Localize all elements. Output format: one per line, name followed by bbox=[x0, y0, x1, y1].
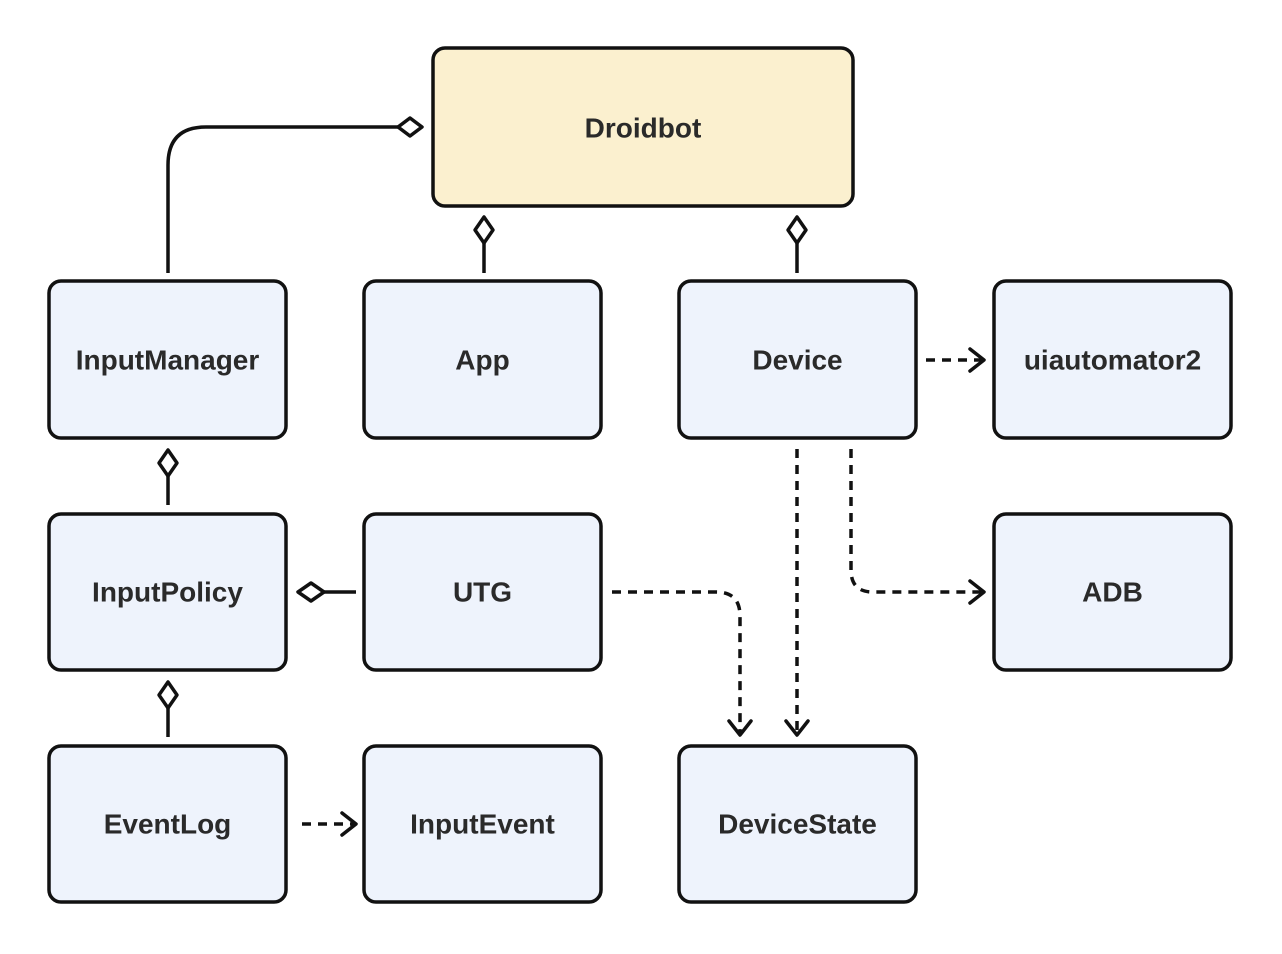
edge-inputmanager-droidbot bbox=[166, 116, 424, 273]
edge-app-droidbot bbox=[473, 215, 495, 273]
arrowhead bbox=[968, 347, 986, 373]
arrowhead bbox=[727, 719, 753, 737]
aggregation-diamond bbox=[396, 116, 424, 138]
arrowhead bbox=[340, 811, 358, 837]
aggregation-diamond bbox=[473, 215, 495, 245]
aggregation-diamond bbox=[157, 448, 179, 478]
nodes: Droidbot InputManager App Device uiautom… bbox=[47, 46, 1233, 904]
node-devicestate-label: DeviceState bbox=[718, 808, 877, 839]
node-uiautomator2: uiautomator2 bbox=[992, 279, 1233, 440]
node-device-label: Device bbox=[752, 344, 842, 375]
aggregation-diamond bbox=[157, 680, 179, 710]
node-inputpolicy-box bbox=[47, 512, 288, 672]
aggregation-diamond bbox=[296, 581, 326, 603]
edge-utg-inputpolicy bbox=[296, 581, 356, 603]
edge-device-droidbot bbox=[786, 215, 808, 273]
node-inputevent-box bbox=[362, 744, 603, 904]
node-device-box bbox=[677, 279, 918, 440]
node-uiautomator2-label: uiautomator2 bbox=[1024, 344, 1201, 375]
node-adb-label: ADB bbox=[1082, 576, 1143, 607]
node-devicestate: DeviceState bbox=[677, 744, 918, 904]
node-utg-label: UTG bbox=[453, 576, 512, 607]
node-app: App bbox=[362, 279, 603, 440]
node-inputmanager: InputManager bbox=[47, 279, 288, 440]
node-device: Device bbox=[677, 279, 918, 440]
arrowhead bbox=[784, 719, 810, 737]
node-inputpolicy: InputPolicy bbox=[47, 512, 288, 672]
node-inputpolicy-label: InputPolicy bbox=[92, 576, 243, 607]
edge-device-adb bbox=[849, 449, 986, 605]
aggregation-diamond bbox=[786, 215, 808, 245]
node-inputmanager-label: InputManager bbox=[76, 344, 260, 375]
node-droidbot-box bbox=[431, 46, 855, 208]
node-utg: UTG bbox=[362, 512, 603, 672]
node-app-label: App bbox=[455, 344, 509, 375]
node-droidbot-label: Droidbot bbox=[585, 112, 702, 143]
edge-inputpolicy-inputmanager bbox=[157, 448, 179, 505]
edges bbox=[157, 116, 986, 837]
arrowhead bbox=[968, 579, 986, 605]
edge-device-devicestate bbox=[784, 449, 810, 737]
node-uiautomator2-box bbox=[992, 279, 1233, 440]
node-utg-box bbox=[362, 512, 603, 672]
node-eventlog-label: EventLog bbox=[104, 808, 232, 839]
node-inputmanager-box bbox=[47, 279, 288, 440]
edge-device-uiautomator2 bbox=[926, 347, 986, 373]
edge-eventlog-inputpolicy bbox=[157, 680, 179, 737]
node-adb: ADB bbox=[992, 512, 1233, 672]
node-devicestate-box bbox=[677, 744, 918, 904]
node-adb-box bbox=[992, 512, 1233, 672]
node-inputevent-label: InputEvent bbox=[410, 808, 555, 839]
node-eventlog-box bbox=[47, 744, 288, 904]
node-inputevent: InputEvent bbox=[362, 744, 603, 904]
node-droidbot: Droidbot bbox=[431, 46, 855, 208]
edge-utg-devicestate bbox=[612, 590, 753, 737]
node-eventlog: EventLog bbox=[47, 744, 288, 904]
edge-eventlog-inputevent bbox=[302, 811, 358, 837]
node-app-box bbox=[362, 279, 603, 440]
